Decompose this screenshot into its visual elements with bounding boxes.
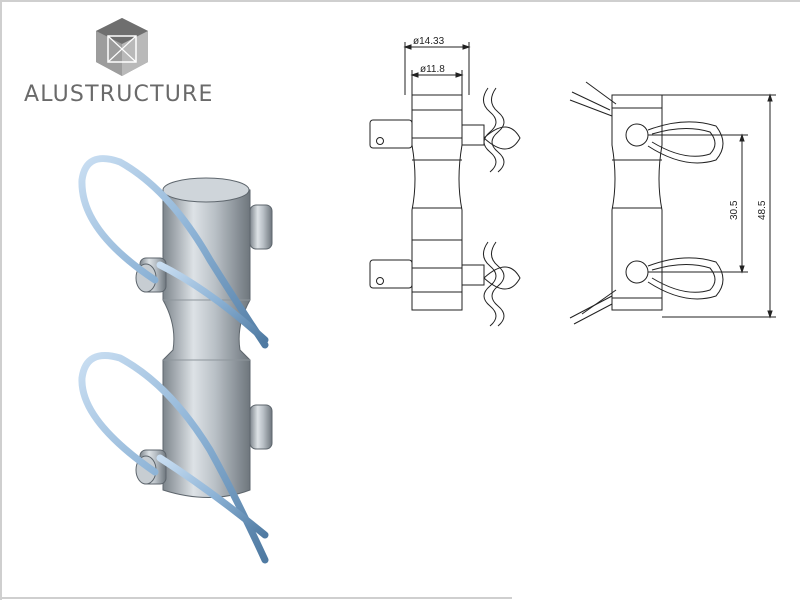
product-photo xyxy=(78,155,273,564)
frame-top-line xyxy=(0,0,800,2)
r-clip-lower xyxy=(78,352,269,564)
brand-logo: ALUSTRUCTURE xyxy=(24,16,224,116)
r-clip-upper xyxy=(78,155,269,349)
dim-label-pin-spacing: 30.5 xyxy=(729,200,740,220)
cube-logo-icon xyxy=(96,18,148,76)
side-view xyxy=(569,81,776,325)
technical-drawing: ø14.33 ø11.8 30.5 48.5 xyxy=(369,36,776,327)
frame-left-line xyxy=(0,0,2,600)
dim-label-total-length: 48.5 xyxy=(757,200,768,220)
dim-label-inner-diameter: ø11.8 xyxy=(420,64,445,75)
dim-label-outer-diameter: ø14.33 xyxy=(413,36,445,47)
front-view xyxy=(369,42,521,327)
brand-name: ALUSTRUCTURE xyxy=(24,82,214,107)
frame-bottom-line xyxy=(0,597,512,599)
